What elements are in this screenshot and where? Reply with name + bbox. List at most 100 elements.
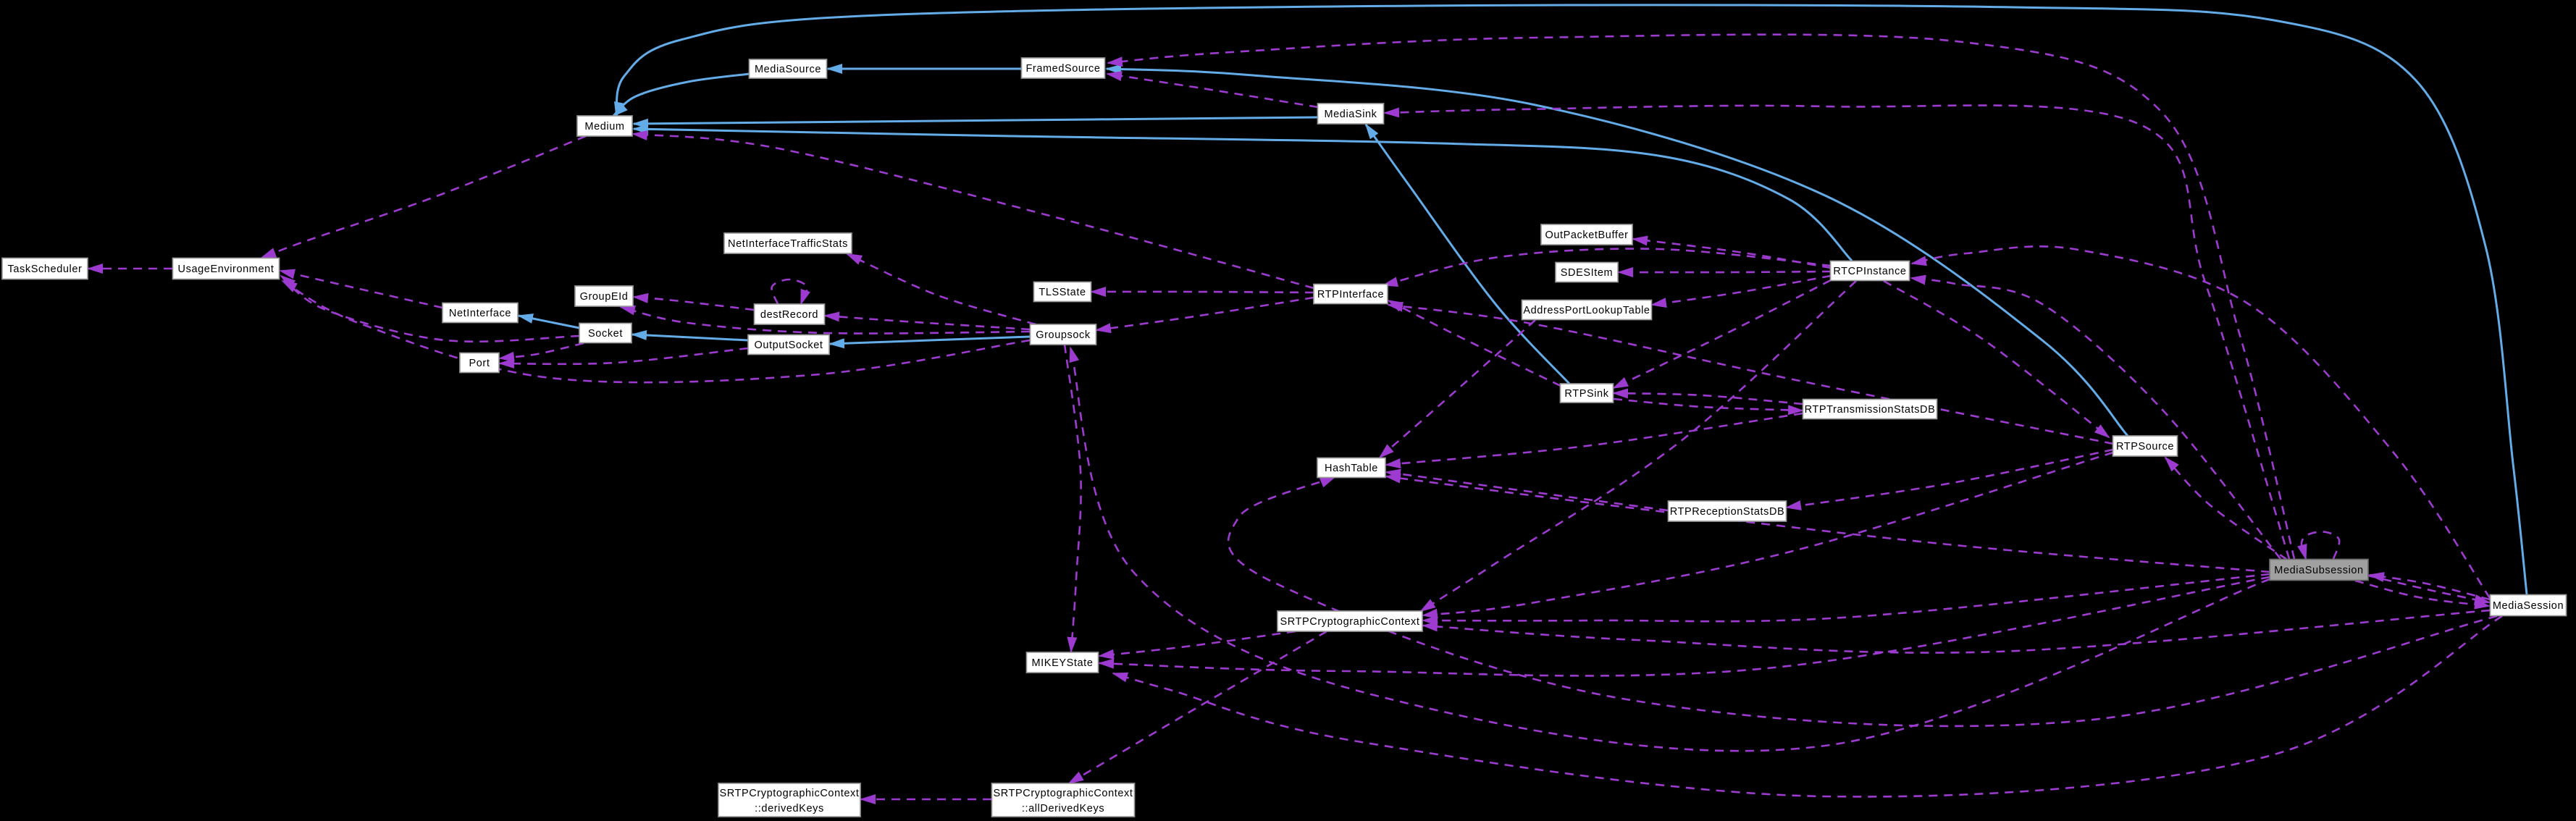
edge-socket-to-usageenvironment (280, 274, 580, 343)
node-box (576, 115, 633, 137)
node-box (753, 303, 826, 325)
node-label: MediaSession (2493, 600, 2564, 612)
node-box (748, 59, 828, 79)
node-label: MIKEYState (1032, 657, 1094, 669)
node-outpacketbuffer[interactable]: OutPacketBuffer (1540, 224, 1633, 245)
node-label-line: ::allDerivedKeys (1022, 803, 1104, 814)
node-label: RTPReceptionStatsDB (1670, 506, 1785, 518)
node-label: TLSState (1039, 287, 1086, 298)
edge-mediasubsession-to-mikeystate (1098, 576, 2270, 677)
node-framedsource[interactable]: FramedSource (1020, 57, 1106, 79)
node-label: MediaSource (755, 64, 821, 75)
node-mediasource[interactable]: MediaSource (748, 59, 828, 79)
node-label: HashTable (1325, 463, 1378, 474)
edge-rtpsink-to-mediasink (1364, 123, 1571, 385)
edge-rtcpinstance-to-sdesitem (1617, 267, 1832, 278)
node-medium[interactable]: Medium (576, 115, 633, 137)
node-label: OutPacketBuffer (1545, 230, 1628, 241)
node-rtpsink[interactable]: RTPSink (1559, 383, 1614, 403)
node-rtptransmissionstatsdb[interactable]: RTPTransmissionStatsDB (1802, 398, 1938, 420)
edge-rtpsource-to-srtpcryptographiccontext (1422, 451, 2114, 619)
node-addressportlookuptable[interactable]: AddressPortLookupTable (1521, 299, 1653, 321)
node-box (1555, 261, 1619, 283)
edge-mediasession-to-rtcpinstance (1910, 245, 2491, 599)
node-sdesitem[interactable]: SDESItem (1555, 261, 1619, 283)
edge-netinterface-to-usageenvironment (279, 269, 443, 309)
node-box (991, 783, 1136, 817)
edge-mediasubsession-to-groupsock (1069, 346, 2270, 752)
node-label: MediaSink (1324, 109, 1377, 120)
node-socket[interactable]: Socket (579, 322, 632, 344)
node-box (747, 334, 830, 355)
node-label: Groupsock (1036, 329, 1091, 341)
node-box (1521, 299, 1653, 321)
node-label: NetInterfaceTrafficStats (728, 238, 848, 250)
node-derivedkeys[interactable]: SRTPCryptographicContext::derivedKeys (718, 783, 861, 817)
edge-mediasink-to-medium (632, 116, 1319, 129)
edge-mediasession-to-mediasubsession (2368, 572, 2491, 601)
edge-mediasubsession-to-srtpcryptographiccontext (1422, 573, 2270, 626)
edge-rtpinterface-to-medium (632, 130, 1314, 290)
node-box (1317, 103, 1385, 125)
node-rtcpinstance[interactable]: RTCPInstance (1829, 260, 1910, 282)
node-netinterface[interactable]: NetInterface (442, 302, 519, 324)
edge-rtptransmissionstatsdb-to-rtpsink (1612, 388, 1803, 405)
edge-rtcpinstance-to-srtpcryptographiccontext (1419, 280, 1857, 612)
node-srtpcryptographiccontext[interactable]: SRTPCryptographicContext (1277, 610, 1423, 632)
node-box (2112, 435, 2178, 457)
node-box (442, 302, 519, 324)
node-rtpsource[interactable]: RTPSource (2112, 435, 2178, 457)
edge-mediasubsession-to-framedsource (1107, 33, 2296, 560)
edge-rtcpinstance-to-rtpinterface (1382, 248, 1832, 287)
edge-mediasubsession-to-rtcpinstance (1910, 274, 2282, 560)
node-mikeystate[interactable]: MIKEYState (1025, 652, 1099, 673)
node-box (574, 285, 634, 307)
node-rtpinterface[interactable]: RTPInterface (1313, 283, 1388, 305)
edge-mediasubsession-to-mediasink (1383, 104, 2291, 560)
edge-srtpcryptographiccontext-to-mikeystate (1098, 630, 1296, 660)
node-allderivedkeys[interactable]: SRTPCryptographicContext::allDerivedKeys (991, 783, 1136, 817)
edge-rtcpinstance-to-addressportlookuptable (1650, 274, 1832, 308)
node-label: OutputSocket (754, 340, 823, 351)
node-label: RTPTransmissionStatsDB (1805, 404, 1936, 416)
node-box (723, 232, 852, 254)
node-label: Medium (584, 121, 624, 132)
node-box (2269, 558, 2369, 581)
node-usageenvironment[interactable]: UsageEnvironment (172, 257, 280, 280)
edge-rtpinterface-to-groupsock (1095, 296, 1314, 334)
node-box (1029, 324, 1097, 345)
node-mediasession[interactable]: MediaSession (2489, 594, 2567, 617)
node-label: MediaSubsession (2274, 565, 2363, 576)
node-label: NetInterface (449, 308, 511, 319)
node-hashtable[interactable]: HashTable (1317, 457, 1386, 479)
node-box (1829, 260, 1910, 282)
edge-mediasubsession-to-mediasession (2354, 579, 2491, 610)
node-mediasubsession[interactable]: MediaSubsession (2269, 558, 2369, 581)
node-box (1277, 610, 1423, 632)
edge-groupsock-to-usageenvironment (281, 279, 1031, 384)
edge-mediasubsession-to-hashtable (1385, 473, 2270, 573)
edge-mediasubsession-to-rtpsource (2164, 456, 2288, 561)
edge-outputsocket-to-socket (631, 330, 749, 342)
node-groupsock[interactable]: Groupsock (1029, 324, 1097, 345)
node-destrecord[interactable]: destRecord (753, 303, 826, 325)
node-outputsocket[interactable]: OutputSocket (747, 334, 830, 355)
node-box (1020, 57, 1106, 79)
node-label: SRTPCryptographicContext::derivedKeys (719, 788, 859, 814)
edge-socket-to-port (498, 342, 584, 362)
node-label: SDESItem (1561, 267, 1614, 279)
node-rtpreceptionstatsdb[interactable]: RTPReceptionStatsDB (1667, 500, 1787, 522)
node-taskscheduler[interactable]: TaskScheduler (1, 257, 88, 280)
node-port[interactable]: Port (459, 352, 500, 374)
node-netinterfacetrafficstats[interactable]: NetInterfaceTrafficStats (723, 232, 852, 254)
node-label: RTPInterface (1317, 289, 1384, 300)
node-groupeid[interactable]: GroupEId (574, 285, 634, 307)
node-box (1667, 500, 1787, 522)
node-tlsstate[interactable]: TLSState (1033, 281, 1092, 303)
node-label: UsageEnvironment (178, 264, 274, 275)
node-mediasink[interactable]: MediaSink (1317, 103, 1385, 125)
node-box (1033, 281, 1092, 303)
edge-mediasink-to-framedsource (1106, 71, 1319, 109)
